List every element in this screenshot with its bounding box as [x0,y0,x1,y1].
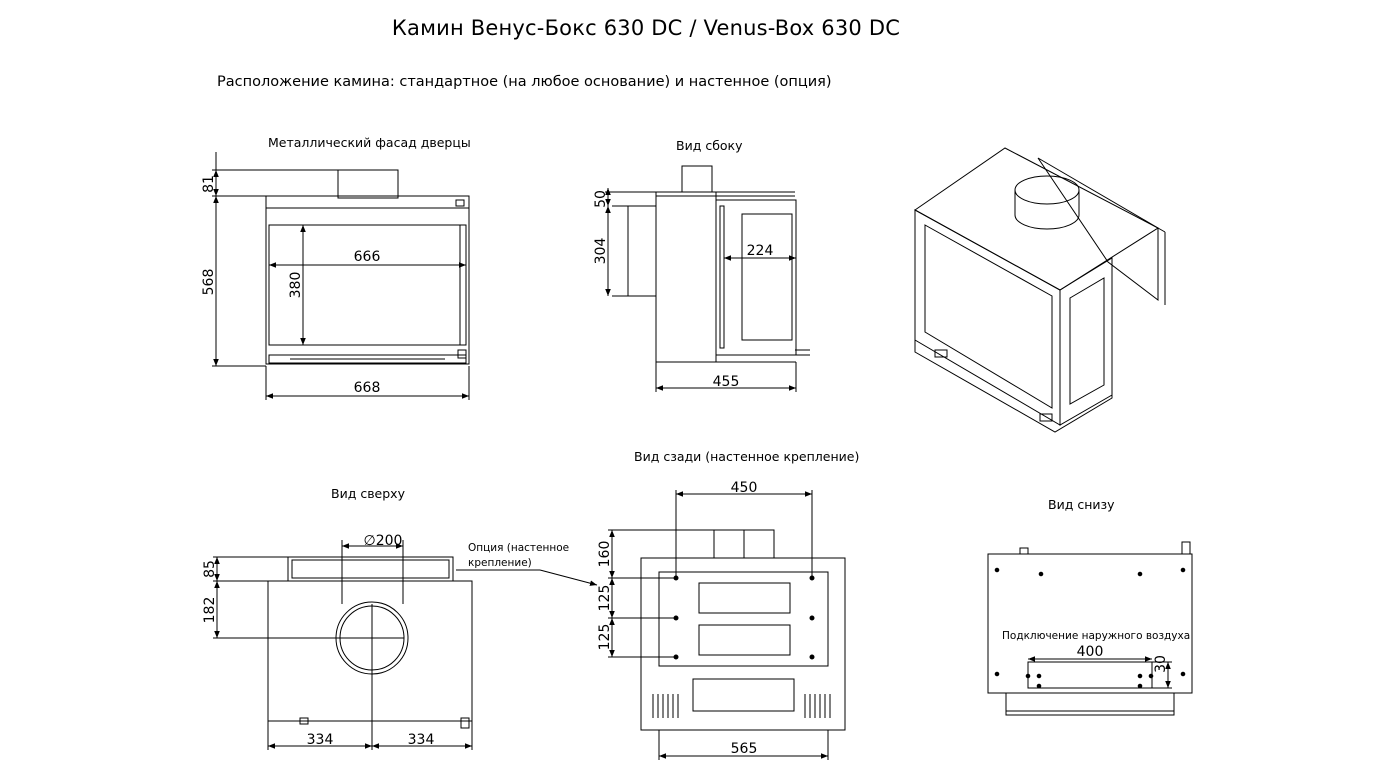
front-view: Металлический фасад дверцы 81 568 380 66… [201,135,471,400]
isometric-view [914,147,1166,433]
side-dim-depth-glass: 224 [747,243,774,259]
front-view-label: Металлический фасад дверцы [268,135,471,150]
rear-dim-top-w: 450 [731,480,758,496]
side-dim-height: 304 [593,238,609,265]
front-dim-top: 81 [201,175,217,193]
rear-dim-h2: 125 [597,585,613,612]
air-connection-label: Подключение наружного воздуха [1002,630,1190,642]
bottom-dim-height: 30 [1153,655,1169,673]
side-view: Вид сбоку 50 304 224 455 [593,138,810,392]
rear-dim-h3: 125 [597,624,613,651]
front-dim-glass-h: 380 [288,272,304,299]
rear-view: Вид сзади (настенное крепление) [597,449,859,760]
bottom-view: Вид снизу Подключение наружного воздуха … [987,497,1193,716]
side-dim-top: 50 [593,190,609,208]
front-dim-width: 668 [354,380,381,396]
front-dim-height: 568 [201,269,217,296]
rear-view-label: Вид сзади (настенное крепление) [634,449,859,464]
bottom-view-label: Вид снизу [1048,497,1115,512]
top-dim-half-right: 334 [408,732,435,748]
top-dim-diameter: ∅200 [364,533,403,549]
option-note-line2: крепление) [468,557,532,569]
top-dim-half-left: 334 [307,732,334,748]
bottom-dim-width: 400 [1077,644,1104,660]
front-dim-glass-w: 666 [354,249,381,265]
page-title: Камин Венус-Бокс 630 DC / Venus-Box 630 … [391,16,901,40]
top-dim-h1: 85 [202,560,218,578]
top-view-label: Вид сверху [331,486,406,501]
top-view: Вид сверху ∅200 85 182 334 334 Опция (на… [202,486,598,750]
side-dim-depth: 455 [713,374,740,390]
rear-dim-width: 565 [731,741,758,757]
rear-dim-h1: 160 [597,541,613,568]
top-dim-h2: 182 [202,597,218,624]
option-note-line1: Опция (настенное [468,542,569,554]
page-subtitle: Расположение камина: стандартное (на люб… [217,74,832,90]
side-view-label: Вид сбоку [676,138,743,153]
